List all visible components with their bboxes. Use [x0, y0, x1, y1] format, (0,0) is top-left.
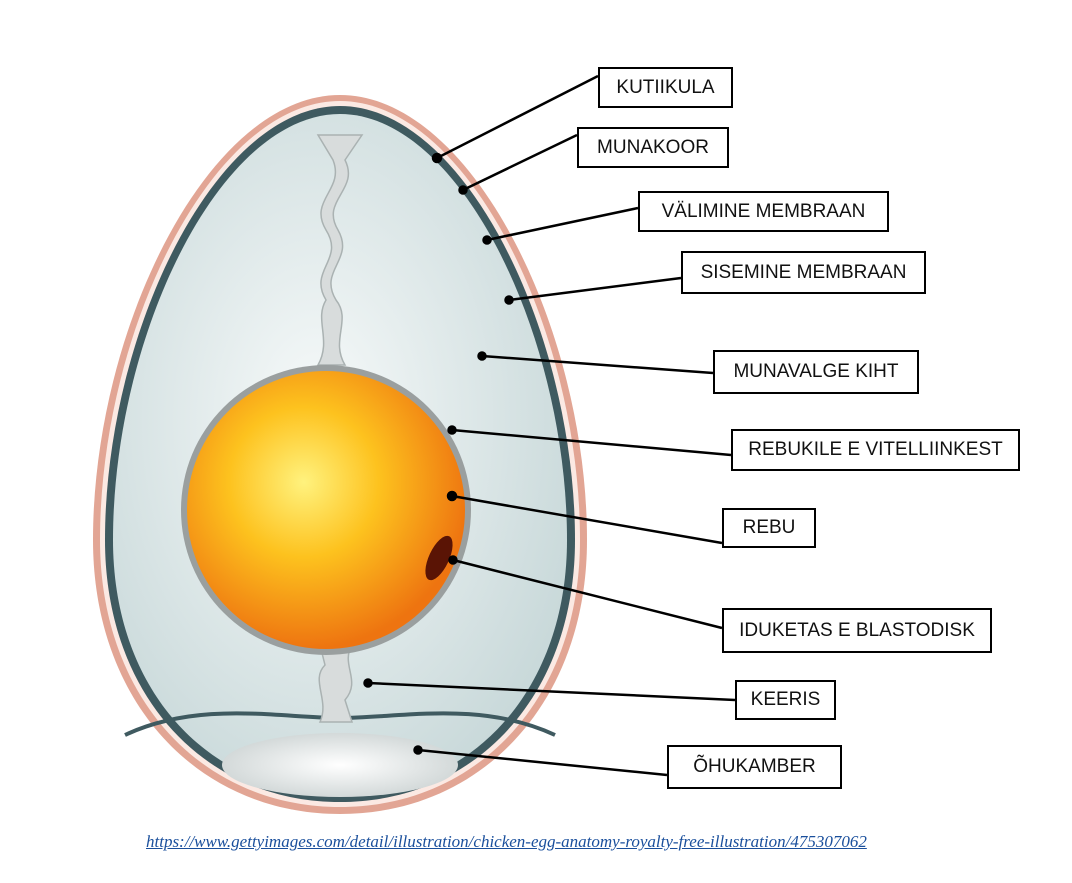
label-ohukamber: ÕHUKAMBER [667, 745, 842, 789]
source-link[interactable]: https://www.gettyimages.com/detail/illus… [146, 832, 867, 851]
label-rebu: REBU [722, 508, 816, 548]
yolk [187, 371, 465, 649]
leader-lines [363, 74, 736, 777]
blastodisc [425, 535, 453, 581]
label-iduketas: IDUKETAS E BLASTODISK [722, 608, 992, 653]
label-sisemine-membraan: SISEMINE MEMBRAAN [681, 251, 926, 294]
label-keeris: KEERIS [735, 680, 836, 720]
chalaza-top [316, 134, 364, 366]
label-kutiikula: KUTIIKULA [598, 67, 733, 108]
air-cell [222, 733, 458, 797]
label-munakoor: MUNAKOOR [577, 127, 729, 168]
chalaza-bottom [318, 644, 354, 723]
label-munavalge-kiht: MUNAVALGE KIHT [713, 350, 919, 394]
label-rebukile: REBUKILE E VITELLIINKEST [731, 429, 1020, 471]
label-valimine-membraan: VÄLIMINE MEMBRAAN [638, 191, 889, 232]
